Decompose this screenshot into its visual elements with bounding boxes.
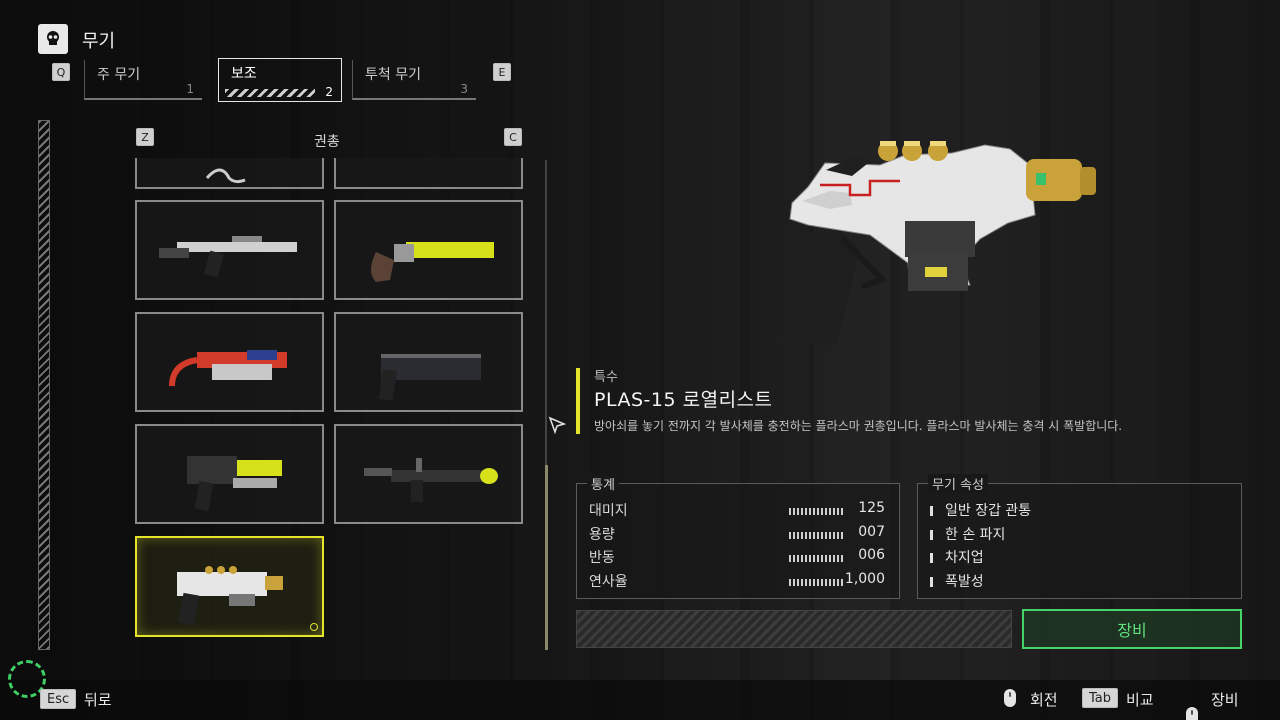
next-category-key[interactable]: C [504,128,522,146]
tab-primary[interactable]: 주 무기 1 [84,60,202,100]
equip-progress-stripe [576,610,1012,648]
stat-name: 반동 [589,550,615,566]
stat-bar [789,508,843,515]
weapon-thumbnail [371,242,494,282]
stat-row: 용량 007 [589,524,885,546]
weapon-slot[interactable] [135,200,324,300]
stat-name: 연사율 [589,574,628,590]
weapon-slot[interactable] [334,312,523,412]
scroll-divider-highlight [545,465,548,650]
weapon-name: PLAS-15 로열리스트 [594,389,773,411]
attribute-item: 폭발성 [930,571,984,593]
rotate-label[interactable]: 회전 [1030,691,1058,709]
category-label: 권총 [314,134,340,150]
stat-value: 125 [858,500,885,516]
weapon-thumbnail [177,566,283,626]
tab-active-stripe [225,89,315,97]
scroll-divider [545,160,547,650]
stat-row: 반동 006 [589,547,885,569]
tab-number: 1 [186,82,194,96]
mouse-equip-icon [1186,707,1198,720]
weapon-slot[interactable] [135,158,324,189]
tab-label: 투척 무기 [365,67,421,83]
weapon-thumbnail [169,350,287,387]
stats-panel: 통계 대미지 125 용량 007 반동 006 연사율 1,000 [576,474,900,599]
prev-category-key[interactable]: Z [136,128,154,146]
attribute-item: 차지업 [930,547,984,569]
weapon-thumbnail [159,236,297,278]
attributes-panel: 무기 속성 일반 장갑 관통 한 손 파지 차지업 폭발성 [917,474,1242,599]
page-title: 무기 [82,31,116,52]
back-key[interactable]: Esc [40,689,77,709]
tab-number: 2 [325,85,333,99]
stat-value: 006 [858,547,885,563]
game-logo-icon [8,660,46,698]
weapon-thumbnail [205,168,246,184]
weapon-thumbnail [187,456,282,512]
mouse-rotate-icon [1004,689,1016,707]
weapon-preview[interactable] [730,135,1110,345]
prev-tab-key[interactable]: Q [52,63,70,81]
tab-throwable[interactable]: 투척 무기 3 [352,60,476,100]
attribute-item: 한 손 파지 [930,524,1005,546]
skull-icon [38,24,68,54]
attribute-pip-icon [930,530,933,540]
stat-bar [789,579,843,586]
attribute-item: 일반 장갑 관통 [930,500,1031,522]
attribute-pip-icon [930,553,933,563]
attribute-label: 한 손 파지 [945,527,1006,543]
weapon-description: 방아쇠를 놓기 전까지 각 발사체를 충전하는 플라스마 권총입니다. 플라스마… [594,419,1123,433]
weapon-thumbnail [378,354,481,401]
stat-name: 대미지 [589,503,628,519]
stat-value: 1,000 [844,571,885,587]
weapon-slot[interactable] [334,200,523,300]
next-tab-key[interactable]: E [493,63,511,81]
plas15-preview-image [776,141,1096,345]
stat-row: 대미지 125 [589,500,885,522]
compare-label[interactable]: 비교 [1126,691,1154,709]
equip-hint-label[interactable]: 장비 [1211,691,1239,709]
tab-secondary[interactable]: 보조 2 [218,58,342,102]
attribute-pip-icon [930,577,933,587]
stat-name: 용량 [589,527,615,543]
tab-label: 주 무기 [97,67,141,83]
attribute-label: 폭발성 [945,574,984,590]
weapon-slot[interactable] [135,424,324,524]
cursor-icon [548,416,567,438]
info-accent-bar [576,368,580,434]
weapon-type: 특수 [594,370,618,385]
stats-title: 통계 [587,474,619,493]
scroll-rail[interactable] [38,120,50,650]
weapon-slot[interactable] [334,424,523,524]
stat-row: 연사율 1,000 [589,571,885,593]
attributes-title: 무기 속성 [928,474,988,493]
attribute-label: 차지업 [945,550,984,566]
tab-number: 3 [460,82,468,96]
weapon-slot-selected[interactable] [135,536,324,637]
attribute-label: 일반 장갑 관통 [945,503,1032,519]
equip-button[interactable]: 장비 [1022,609,1242,649]
attribute-pip-icon [930,506,933,516]
stat-bar [789,555,843,562]
back-label[interactable]: 뒤로 [84,691,112,709]
bottom-hint-bar [0,680,1280,720]
weapon-slot[interactable] [135,312,324,412]
compare-key[interactable]: Tab [1082,688,1119,708]
tab-label: 보조 [231,66,257,82]
weapon-thumbnail [364,458,498,502]
stat-value: 007 [858,524,885,540]
equipped-indicator-icon [310,623,318,631]
weapon-slot[interactable] [334,158,523,189]
stat-bar [789,532,843,539]
